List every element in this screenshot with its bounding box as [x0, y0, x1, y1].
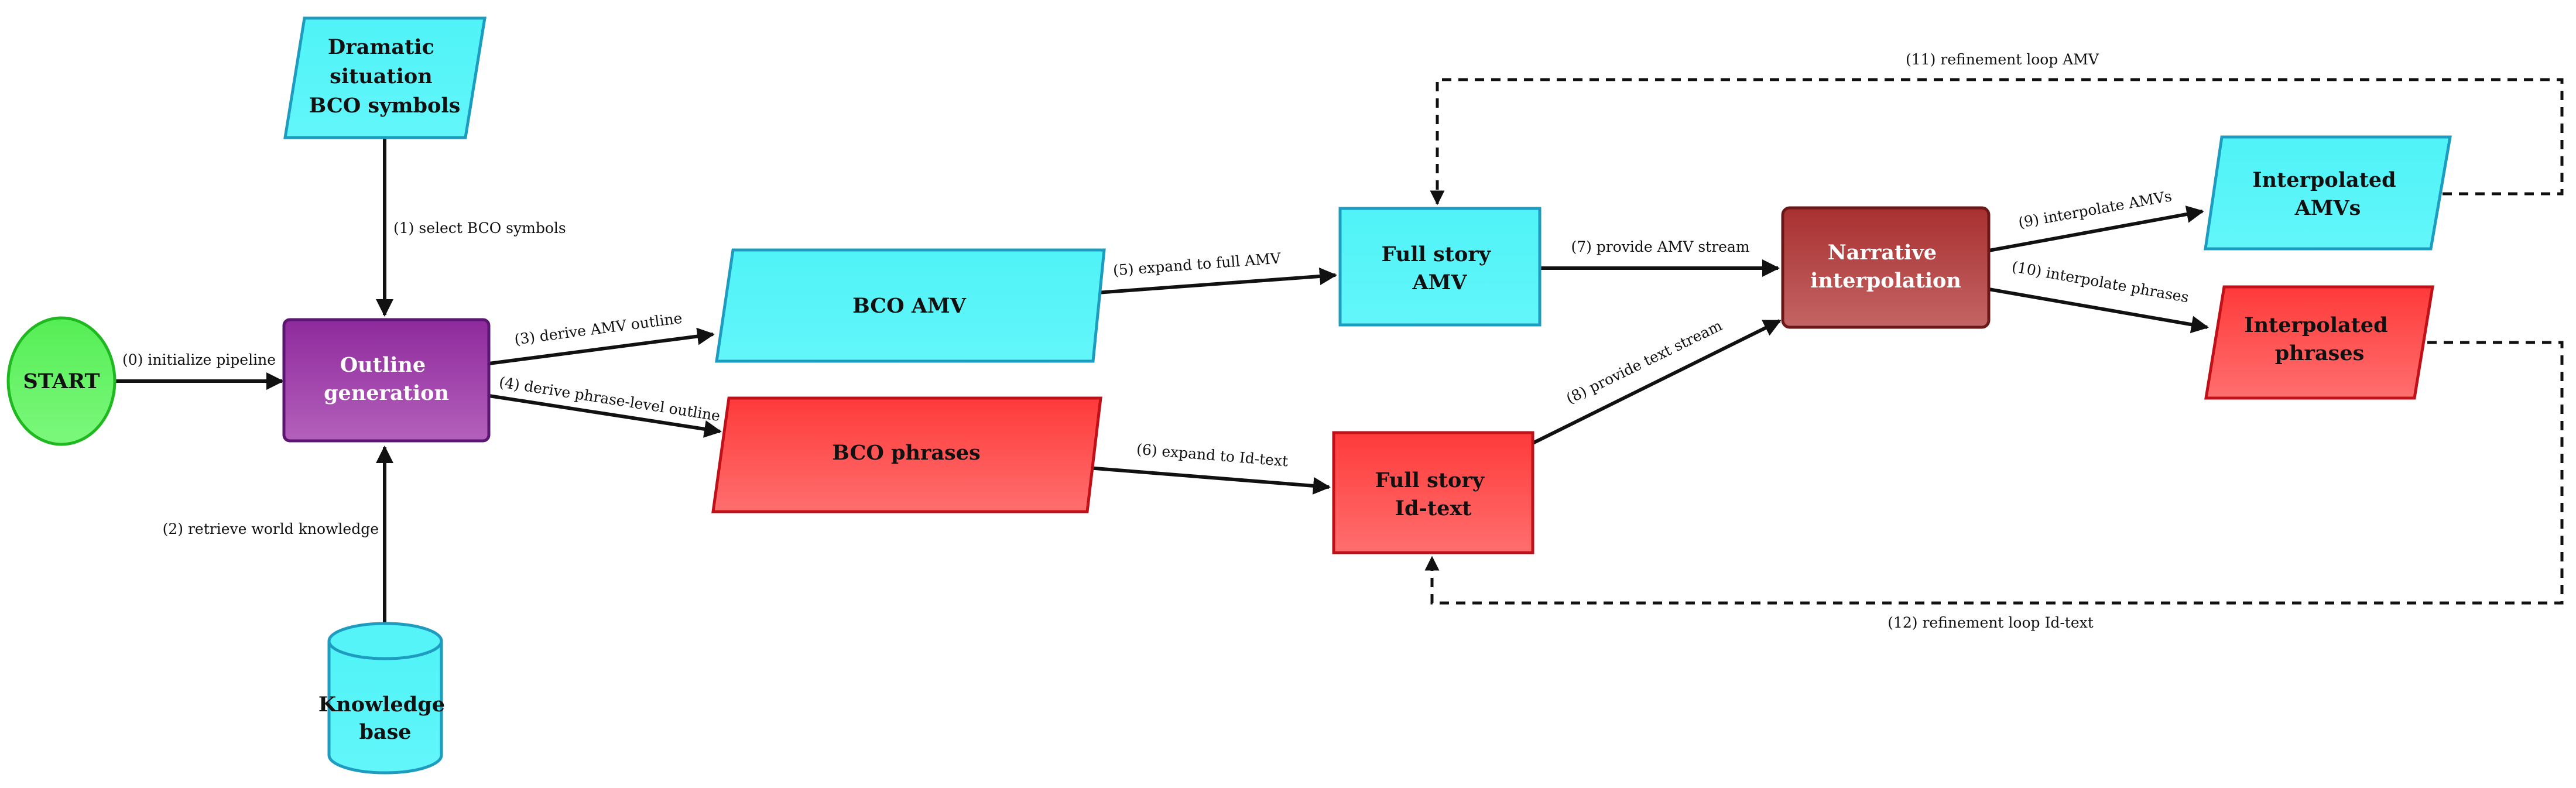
- edge-refinement-loop-amv: [1430, 78, 2564, 205]
- edge-label-select-bco-symbols: (1) select BCO symbols: [393, 220, 566, 237]
- edge-provide-text-stream: [1532, 319, 1782, 445]
- outline-generation-node: Outline generation: [282, 318, 491, 443]
- knowledge-base-line-1: Knowledge: [318, 693, 445, 717]
- full-story-id-text-line-1: Full story: [1375, 468, 1485, 492]
- start-node: START: [6, 316, 117, 446]
- full-story-amv-line-1: Full story: [1382, 242, 1492, 266]
- outline-generation-node-shape: [282, 318, 491, 443]
- start-node-shape: [6, 316, 117, 446]
- narrative-interpolation-line-2: interpolation: [1810, 269, 1961, 293]
- knowledge-base-node-label: Knowledge base: [318, 693, 452, 744]
- full-story-id-text-node-shape: [1332, 431, 1534, 554]
- edge-derive-amv-outline: [488, 327, 715, 365]
- full-story-amv-node: Full story AMV: [1338, 207, 1542, 327]
- edge-label-retrieve-world-knowledge: (2) retrieve world knowledge: [163, 520, 379, 537]
- narrative-interpolation-line-1: Narrative: [1828, 241, 1937, 265]
- edge-expand-to-id-text: [1087, 466, 1331, 495]
- full-story-amv-node-label: Full story AMV: [1382, 242, 1498, 294]
- dramatic-situation-line-2: situation: [330, 64, 433, 88]
- edge-label-interpolate-amvs: (9) interpolate AMVs: [2017, 187, 2173, 231]
- edge-label-expand-to-full-amv: (5) expand to full AMV: [1112, 249, 1282, 279]
- dramatic-situation-line-1: Dramatic: [328, 35, 434, 59]
- bco-phrases-node: BCO phrases: [711, 396, 1102, 513]
- edge-label-derive-phrase-level-outline: (4) derive phrase-level outline: [498, 374, 721, 424]
- bco-amv-node-shape: [715, 248, 1106, 363]
- bco-amv-node: BCO AMV: [715, 248, 1106, 363]
- knowledge-base-line-2: base: [359, 720, 411, 744]
- interpolated-phrases-line-1: Interpolated: [2244, 313, 2387, 337]
- interpolated-amvs-node-shape: [2204, 135, 2452, 251]
- interpolated-amvs-line-2: AMVs: [2294, 196, 2361, 220]
- edge-refinement-loop-id-text: [1424, 341, 2564, 605]
- outline-generation-line-1: Outline: [340, 353, 426, 377]
- dramatic-situation-node-shape: [283, 16, 487, 139]
- bco-phrases-node-shape: [711, 396, 1102, 513]
- dramatic-situation-line-3: BCO symbols: [309, 94, 461, 118]
- full-story-id-text-node: Full story Id-text: [1332, 431, 1534, 554]
- interpolated-phrases-node-shape: [2204, 285, 2434, 400]
- interpolated-phrases-node-label: Interpolated phrases: [2244, 313, 2395, 365]
- outline-generation-line-2: generation: [324, 381, 449, 405]
- full-story-amv-node-shape: [1338, 207, 1542, 327]
- edge-label-refinement-loop-id-text: (12) refinement loop Id-text: [1888, 614, 2094, 631]
- outline-generation-node-label: Outline generation: [324, 353, 449, 405]
- full-story-id-text-line-2: Id-text: [1395, 496, 1472, 520]
- knowledge-base-node: Knowledge base: [318, 622, 452, 775]
- interpolated-amvs-node-label: Interpolated AMVs: [2252, 168, 2403, 220]
- knowledge-base-node-body: [327, 641, 443, 775]
- narrative-interpolation-node-label: Narrative interpolation: [1810, 241, 1961, 293]
- edge-expand-to-full-amv: [1097, 268, 1337, 294]
- knowledge-base-node-top: [327, 622, 443, 660]
- full-story-id-text-node-label: Full story Id-text: [1375, 468, 1492, 520]
- interpolated-amvs-line-1: Interpolated: [2252, 168, 2396, 192]
- full-story-amv-line-2: AMV: [1412, 270, 1467, 294]
- dramatic-situation-node: Dramatic situation BCO symbols: [283, 16, 487, 139]
- narrative-interpolation-node: Narrative interpolation: [1781, 206, 1991, 329]
- bco-phrases-node-label: BCO phrases: [832, 441, 980, 465]
- narrative-interpolation-node-shape: [1781, 206, 1991, 329]
- interpolated-phrases-node: Interpolated phrases: [2204, 285, 2434, 400]
- edge-interpolate-phrases: [1988, 287, 2209, 334]
- edge-label-provide-amv-stream: (7) provide AMV stream: [1571, 238, 1749, 255]
- edge-derive-phrase-level-outline: [488, 394, 722, 438]
- edge-label-refinement-loop-amv: (11) refinement loop AMV: [1906, 51, 2099, 68]
- interpolated-phrases-line-2: phrases: [2275, 341, 2365, 365]
- edge-label-initialize-pipeline: (0) initialize pipeline: [122, 351, 276, 368]
- dramatic-situation-node-label: Dramatic situation BCO symbols: [309, 35, 461, 118]
- edge-interpolate-amvs: [1988, 205, 2204, 252]
- edge-label-expand-to-id-text: (6) expand to Id-text: [1136, 441, 1289, 470]
- bco-amv-node-label: BCO AMV: [852, 294, 967, 318]
- start-node-label: START: [23, 369, 100, 393]
- edge-label-provide-text-stream: (8) provide text stream: [1564, 317, 1725, 407]
- interpolated-amvs-node: Interpolated AMVs: [2204, 135, 2452, 251]
